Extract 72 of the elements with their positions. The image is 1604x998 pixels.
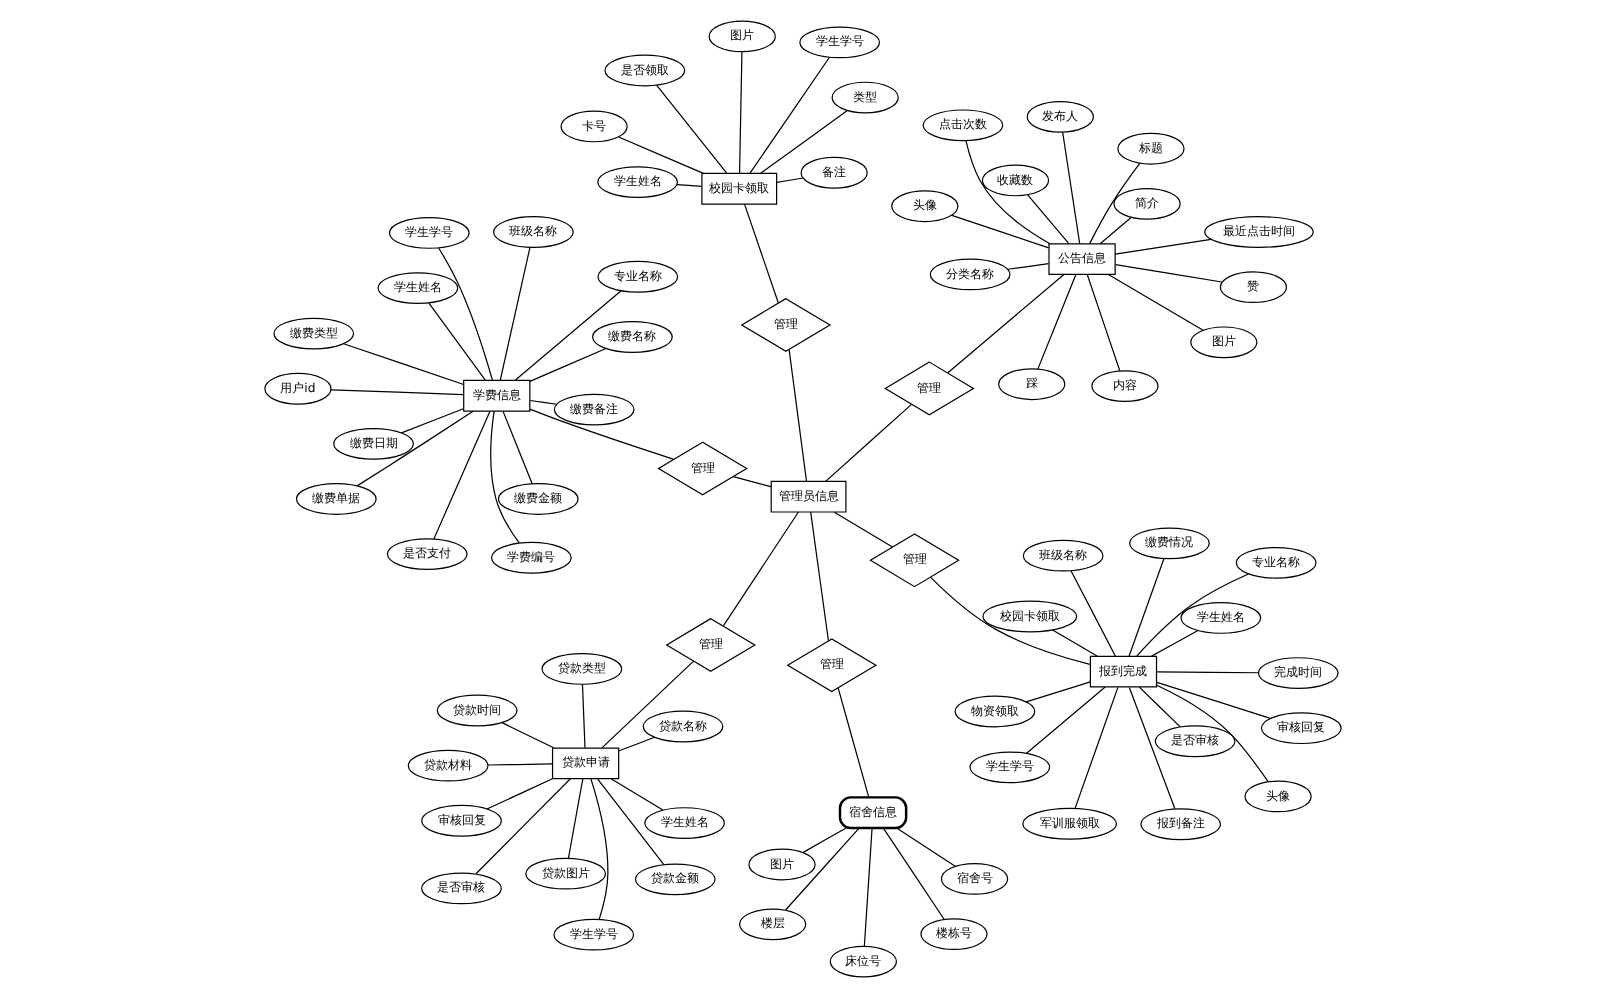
connector	[1069, 570, 1115, 657]
connector	[432, 410, 490, 540]
connector	[731, 476, 771, 488]
connector	[801, 827, 846, 853]
connector	[617, 136, 703, 174]
connector	[1155, 681, 1270, 719]
connector	[881, 827, 944, 920]
connector	[928, 576, 1090, 665]
connector	[950, 214, 1049, 249]
connector	[964, 140, 1050, 245]
connector	[580, 683, 585, 749]
connector	[1127, 558, 1164, 657]
connector	[675, 184, 701, 187]
connector	[489, 410, 519, 544]
connector	[528, 408, 674, 460]
connector	[528, 347, 606, 382]
connector	[836, 687, 869, 798]
connector	[609, 778, 663, 811]
connector	[474, 778, 570, 875]
connector	[743, 203, 778, 304]
connector	[1137, 686, 1180, 728]
connector	[399, 408, 464, 434]
connector	[809, 511, 829, 642]
connector	[437, 247, 493, 381]
connector	[600, 660, 694, 749]
connector	[1006, 263, 1049, 270]
connector	[862, 827, 872, 947]
connector	[655, 84, 727, 174]
connector	[485, 778, 552, 810]
connector	[498, 246, 530, 381]
connector	[946, 273, 1064, 374]
connector	[1098, 217, 1131, 245]
connector	[1150, 629, 1198, 657]
connector	[596, 778, 664, 865]
connector	[759, 110, 847, 174]
connector	[1088, 162, 1140, 244]
connector	[1061, 131, 1080, 244]
connector	[1113, 264, 1222, 283]
connector	[1127, 686, 1175, 810]
connector	[1085, 274, 1120, 372]
connector	[1036, 273, 1076, 370]
connector	[500, 722, 554, 749]
connector	[1113, 238, 1211, 255]
connector	[1026, 194, 1069, 245]
connector	[832, 511, 892, 548]
connector	[721, 511, 799, 627]
connector	[1155, 671, 1258, 674]
connector	[1073, 686, 1118, 809]
connector	[1106, 273, 1203, 331]
connector	[1024, 681, 1090, 703]
connector	[1135, 573, 1249, 657]
connector	[528, 399, 557, 405]
connector	[427, 302, 486, 381]
connector	[737, 51, 742, 174]
connector	[1155, 684, 1268, 782]
connector	[486, 763, 552, 766]
connector	[355, 410, 473, 487]
connector	[342, 343, 464, 386]
connector	[775, 177, 803, 184]
connector	[1050, 629, 1097, 657]
connector	[617, 736, 655, 752]
connector	[589, 778, 608, 920]
connector	[329, 389, 464, 396]
connector	[501, 410, 532, 485]
connector	[783, 827, 859, 911]
connector	[513, 290, 621, 381]
connector	[895, 827, 955, 867]
connector	[824, 403, 912, 482]
connector	[787, 348, 807, 482]
connector	[566, 778, 583, 859]
connector	[1024, 686, 1105, 754]
connector	[748, 56, 829, 174]
